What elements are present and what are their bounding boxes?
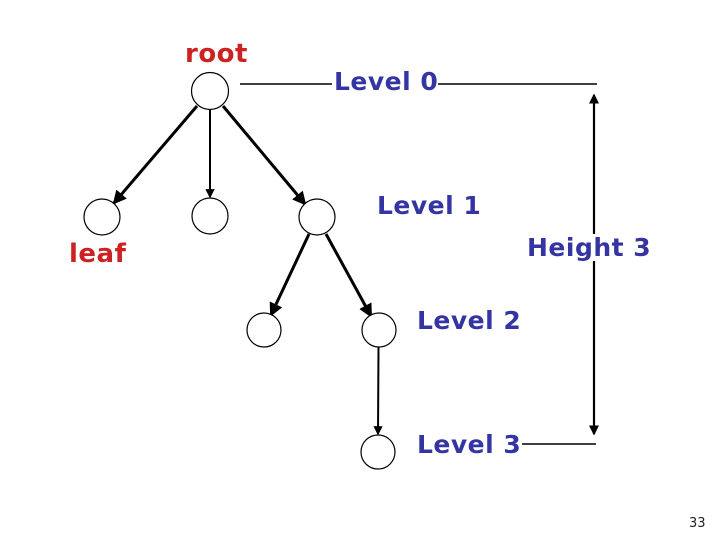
- leaf-label: leaf: [69, 239, 127, 269]
- edge-root-to-left-child: [112, 105, 199, 205]
- node-level1-middle: [191, 197, 229, 235]
- edge-root-to-right-child: [221, 105, 307, 206]
- node-level2-right: [361, 312, 397, 348]
- level2-label: Level 2: [417, 306, 522, 335]
- edge-right-child-to-level2-right: [324, 233, 373, 318]
- edge-right-child-to-level2-left: [269, 233, 311, 317]
- node-level1-right: [298, 198, 336, 236]
- node-level2-left: [246, 312, 282, 348]
- page-number: 33: [689, 516, 706, 531]
- node-level3: [360, 434, 396, 470]
- edge-level2-right-to-level3: [373, 346, 383, 436]
- level3-label: Level 3: [417, 430, 522, 459]
- root-label: root: [185, 39, 248, 69]
- level0-label: Level 0: [334, 67, 439, 96]
- node-root: [190, 71, 230, 111]
- level1-label: Level 1: [377, 191, 482, 220]
- height-label: Height 3: [524, 234, 655, 261]
- node-level1-left: [83, 198, 121, 236]
